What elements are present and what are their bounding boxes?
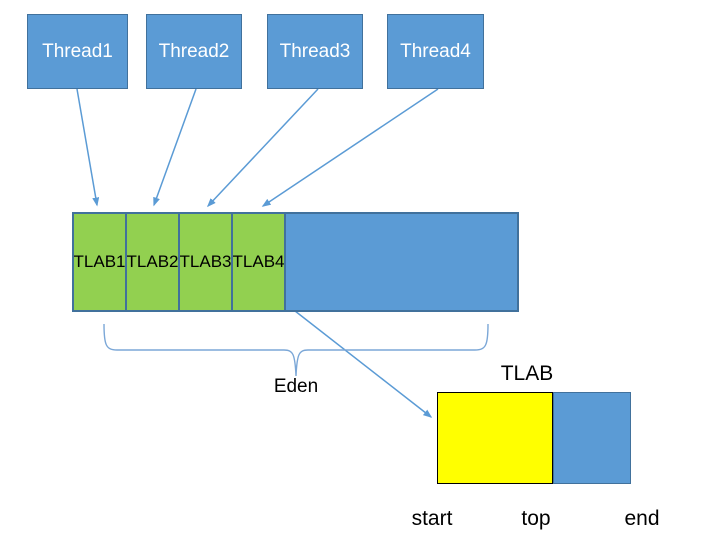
tlab4-cell: TLAB4 <box>233 214 286 310</box>
tlab-detail-title: TLAB <box>500 362 554 385</box>
arrow-thread4-to-tlab4 <box>261 88 439 207</box>
arrow-thread3-to-tlab3 <box>206 88 319 208</box>
marker-end: end <box>624 507 660 530</box>
eden-region-bar: TLAB1 TLAB2 TLAB3 TLAB4 <box>72 212 519 312</box>
thread2-box: Thread2 <box>146 14 242 89</box>
tlab-free-region <box>553 392 631 484</box>
arrow-thread2-to-tlab2 <box>153 88 197 207</box>
thread1-box: Thread1 <box>27 14 128 89</box>
thread4-label: Thread4 <box>400 40 471 62</box>
thread3-box: Thread3 <box>267 14 363 89</box>
thread4-box: Thread4 <box>387 14 484 89</box>
tlab4-label: TLAB4 <box>233 252 285 271</box>
marker-start: start <box>411 507 453 530</box>
eden-brace <box>103 323 489 377</box>
tlab2-label: TLAB2 <box>127 252 179 271</box>
tlab3-label: TLAB3 <box>180 252 232 271</box>
tlab1-cell: TLAB1 <box>74 214 127 310</box>
tlab2-cell: TLAB2 <box>127 214 180 310</box>
thread2-label: Thread2 <box>158 40 230 62</box>
tlab-used-region <box>437 392 553 484</box>
eden-label: Eden <box>273 376 319 397</box>
tlab1-label: TLAB1 <box>74 252 126 271</box>
arrow-thread1-to-tlab1 <box>76 88 100 207</box>
thread3-label: Thread3 <box>279 40 351 62</box>
thread1-label: Thread1 <box>42 40 113 62</box>
tlab3-cell: TLAB3 <box>180 214 233 310</box>
marker-top: top <box>521 507 551 530</box>
